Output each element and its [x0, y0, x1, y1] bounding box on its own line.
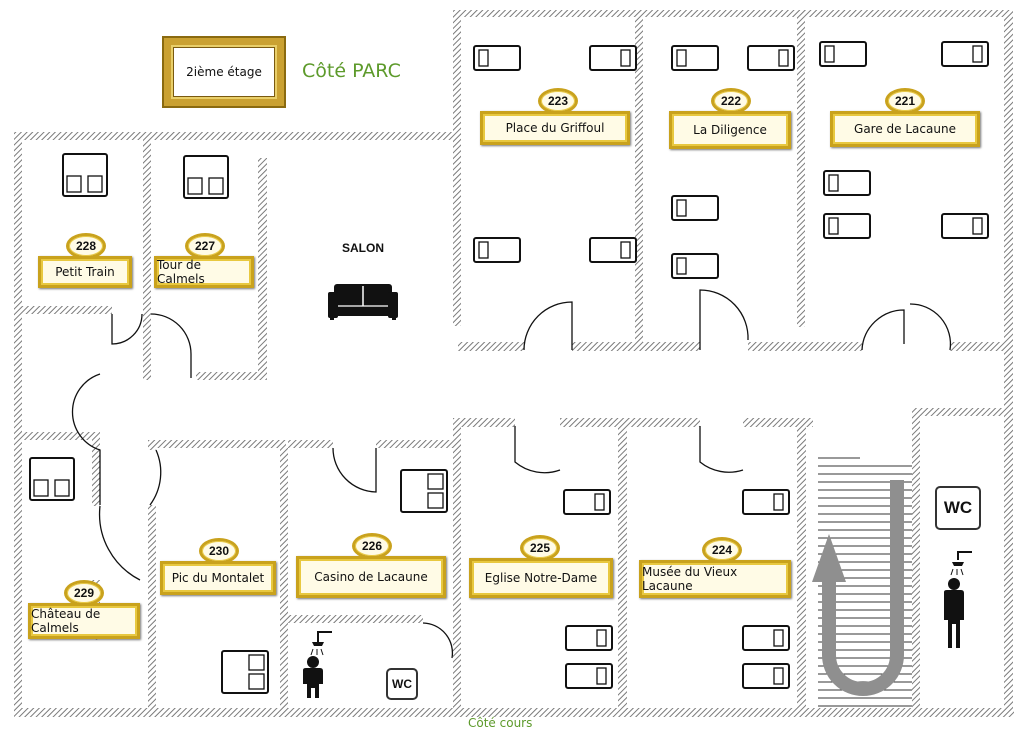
wc-label: WC — [943, 498, 973, 517]
bed — [565, 663, 613, 689]
room-number-badge: 224 — [702, 537, 742, 563]
room-number: 229 — [73, 586, 95, 600]
bed — [823, 213, 871, 239]
wc-sign: WC — [935, 486, 981, 530]
room-name: Place du Griffoul — [505, 121, 605, 135]
bed — [819, 41, 867, 67]
room-number: 225 — [529, 541, 551, 555]
bed — [671, 45, 719, 71]
room-name: La Diligence — [693, 123, 767, 137]
bed — [941, 213, 989, 239]
sofa-icon — [328, 284, 398, 320]
room-name: Musée du Vieux Lacaune — [642, 565, 738, 593]
room-number-badge: 226 — [352, 533, 392, 559]
room-name: Eglise Notre-Dame — [484, 571, 598, 585]
room-name-plate: Petit Train — [38, 256, 132, 288]
room-number-badge: 228 — [66, 233, 106, 259]
room-number-badge: 230 — [199, 538, 239, 564]
room-number: 228 — [75, 239, 97, 253]
walls — [14, 10, 1014, 717]
room-name-plate: Pic du Montalet — [160, 561, 276, 595]
room-number: 222 — [720, 94, 742, 108]
bed — [742, 489, 790, 515]
room-name-plate: Gare de Lacaune — [830, 111, 980, 147]
footer-side-label: Côté cours — [468, 716, 533, 730]
room-number: 221 — [894, 94, 916, 108]
room-name-plate: Place du Griffoul — [480, 111, 630, 145]
wc-sign: WC — [386, 668, 418, 700]
bed — [565, 625, 613, 651]
room-number-badge: 229 — [64, 580, 104, 606]
room-number-badge: 222 — [711, 88, 751, 114]
side-label: Côté PARC — [302, 60, 401, 82]
room-number: 224 — [711, 543, 733, 557]
room-name: Casino de Lacaune — [314, 570, 428, 584]
bed — [221, 650, 269, 694]
room-name-plate: La Diligence — [669, 111, 791, 149]
bed — [473, 45, 521, 71]
doors — [71, 289, 952, 659]
bed — [183, 155, 229, 199]
bed — [941, 41, 989, 67]
bed — [589, 237, 637, 263]
shower-person-icon — [944, 551, 972, 648]
bed — [62, 153, 108, 197]
room-name: Tour de Calmels — [157, 258, 205, 286]
room-number-badge: 221 — [885, 88, 925, 114]
room-name: Petit Train — [55, 265, 115, 279]
bed — [742, 625, 790, 651]
bed — [742, 663, 790, 689]
room-number-badge: 225 — [520, 535, 560, 561]
bed — [671, 195, 719, 221]
beds — [29, 41, 989, 694]
floor-label-frame: 2ième étage — [164, 38, 284, 106]
shower-person-icon — [303, 631, 332, 698]
room-number: 223 — [547, 94, 569, 108]
bed — [747, 45, 795, 71]
room-name: Gare de Lacaune — [854, 122, 956, 136]
bed — [473, 237, 521, 263]
room-name-plate: Château de Calmels — [28, 603, 140, 639]
room-number: 227 — [194, 239, 216, 253]
bed — [400, 469, 448, 513]
room-number-badge: 223 — [538, 88, 578, 114]
floor-label: 2ième étage — [186, 65, 262, 79]
bed — [671, 253, 719, 279]
bed — [29, 457, 75, 501]
room-number-badge: 227 — [185, 233, 225, 259]
room-name: Château de Calmels — [31, 607, 101, 635]
room-number: 226 — [361, 539, 383, 553]
salon-label: SALON — [342, 241, 384, 255]
arrow-head-icon — [812, 534, 846, 582]
bed — [589, 45, 637, 71]
room-number: 230 — [208, 544, 230, 558]
room-name: Pic du Montalet — [171, 571, 265, 585]
stairs-direction-arrow — [822, 480, 904, 696]
bed — [563, 489, 611, 515]
bed — [823, 170, 871, 196]
room-name-plate: Eglise Notre-Dame — [469, 558, 613, 598]
wc-label: WC — [392, 677, 412, 691]
room-name-plate: Tour de Calmels — [154, 256, 254, 288]
room-name-plate: Musée du Vieux Lacaune — [639, 560, 791, 598]
room-name-plate: Casino de Lacaune — [296, 556, 446, 598]
